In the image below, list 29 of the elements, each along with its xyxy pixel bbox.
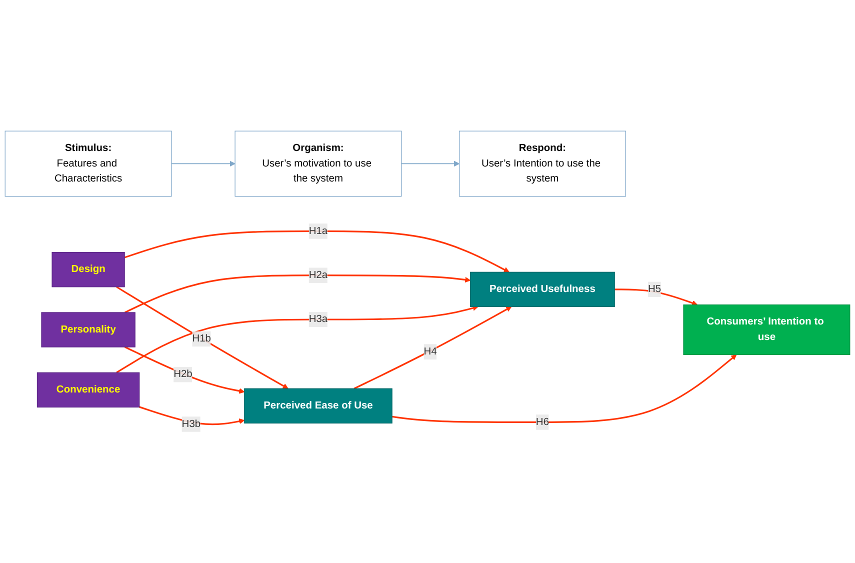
- arrow: [139, 406, 245, 426]
- node-box: Stimulus: Features and Characteristics: [4, 130, 172, 197]
- node-box: Convenience: [36, 372, 140, 408]
- arrow: [614, 288, 698, 306]
- node-box: Perceived Ease of Use: [244, 388, 392, 424]
- arrow: [400, 160, 460, 167]
- edge-label: H1b: [192, 333, 211, 344]
- edge-label: H2b: [174, 368, 192, 380]
- edge-label: H3b: [182, 418, 201, 430]
- node-box: Respond: User’s Intention to use the system: [458, 130, 626, 197]
- edge-label: H4: [424, 346, 437, 357]
- arrow: [124, 346, 245, 394]
- edge-label: H6: [536, 416, 550, 428]
- node-box: Organism: User’s motivation to use the system: [234, 130, 402, 197]
- arrow: [392, 354, 737, 423]
- arrow: [124, 274, 471, 314]
- edge-label: H1a: [308, 225, 328, 236]
- arrow: [124, 230, 510, 272]
- arrow: [354, 306, 512, 390]
- node-box: Perceived Usefulness: [470, 272, 615, 308]
- edge-label: H3a: [308, 314, 328, 325]
- arrow: [171, 160, 236, 167]
- arrow: [116, 286, 288, 389]
- node-box: Design: [52, 252, 125, 288]
- node-box: Consumers’ Intention to use: [683, 304, 850, 356]
- arrow: [116, 305, 478, 374]
- edge-label: H5: [648, 284, 662, 295]
- node-box: Personality: [41, 312, 136, 348]
- edge-label: H2a: [308, 270, 328, 280]
